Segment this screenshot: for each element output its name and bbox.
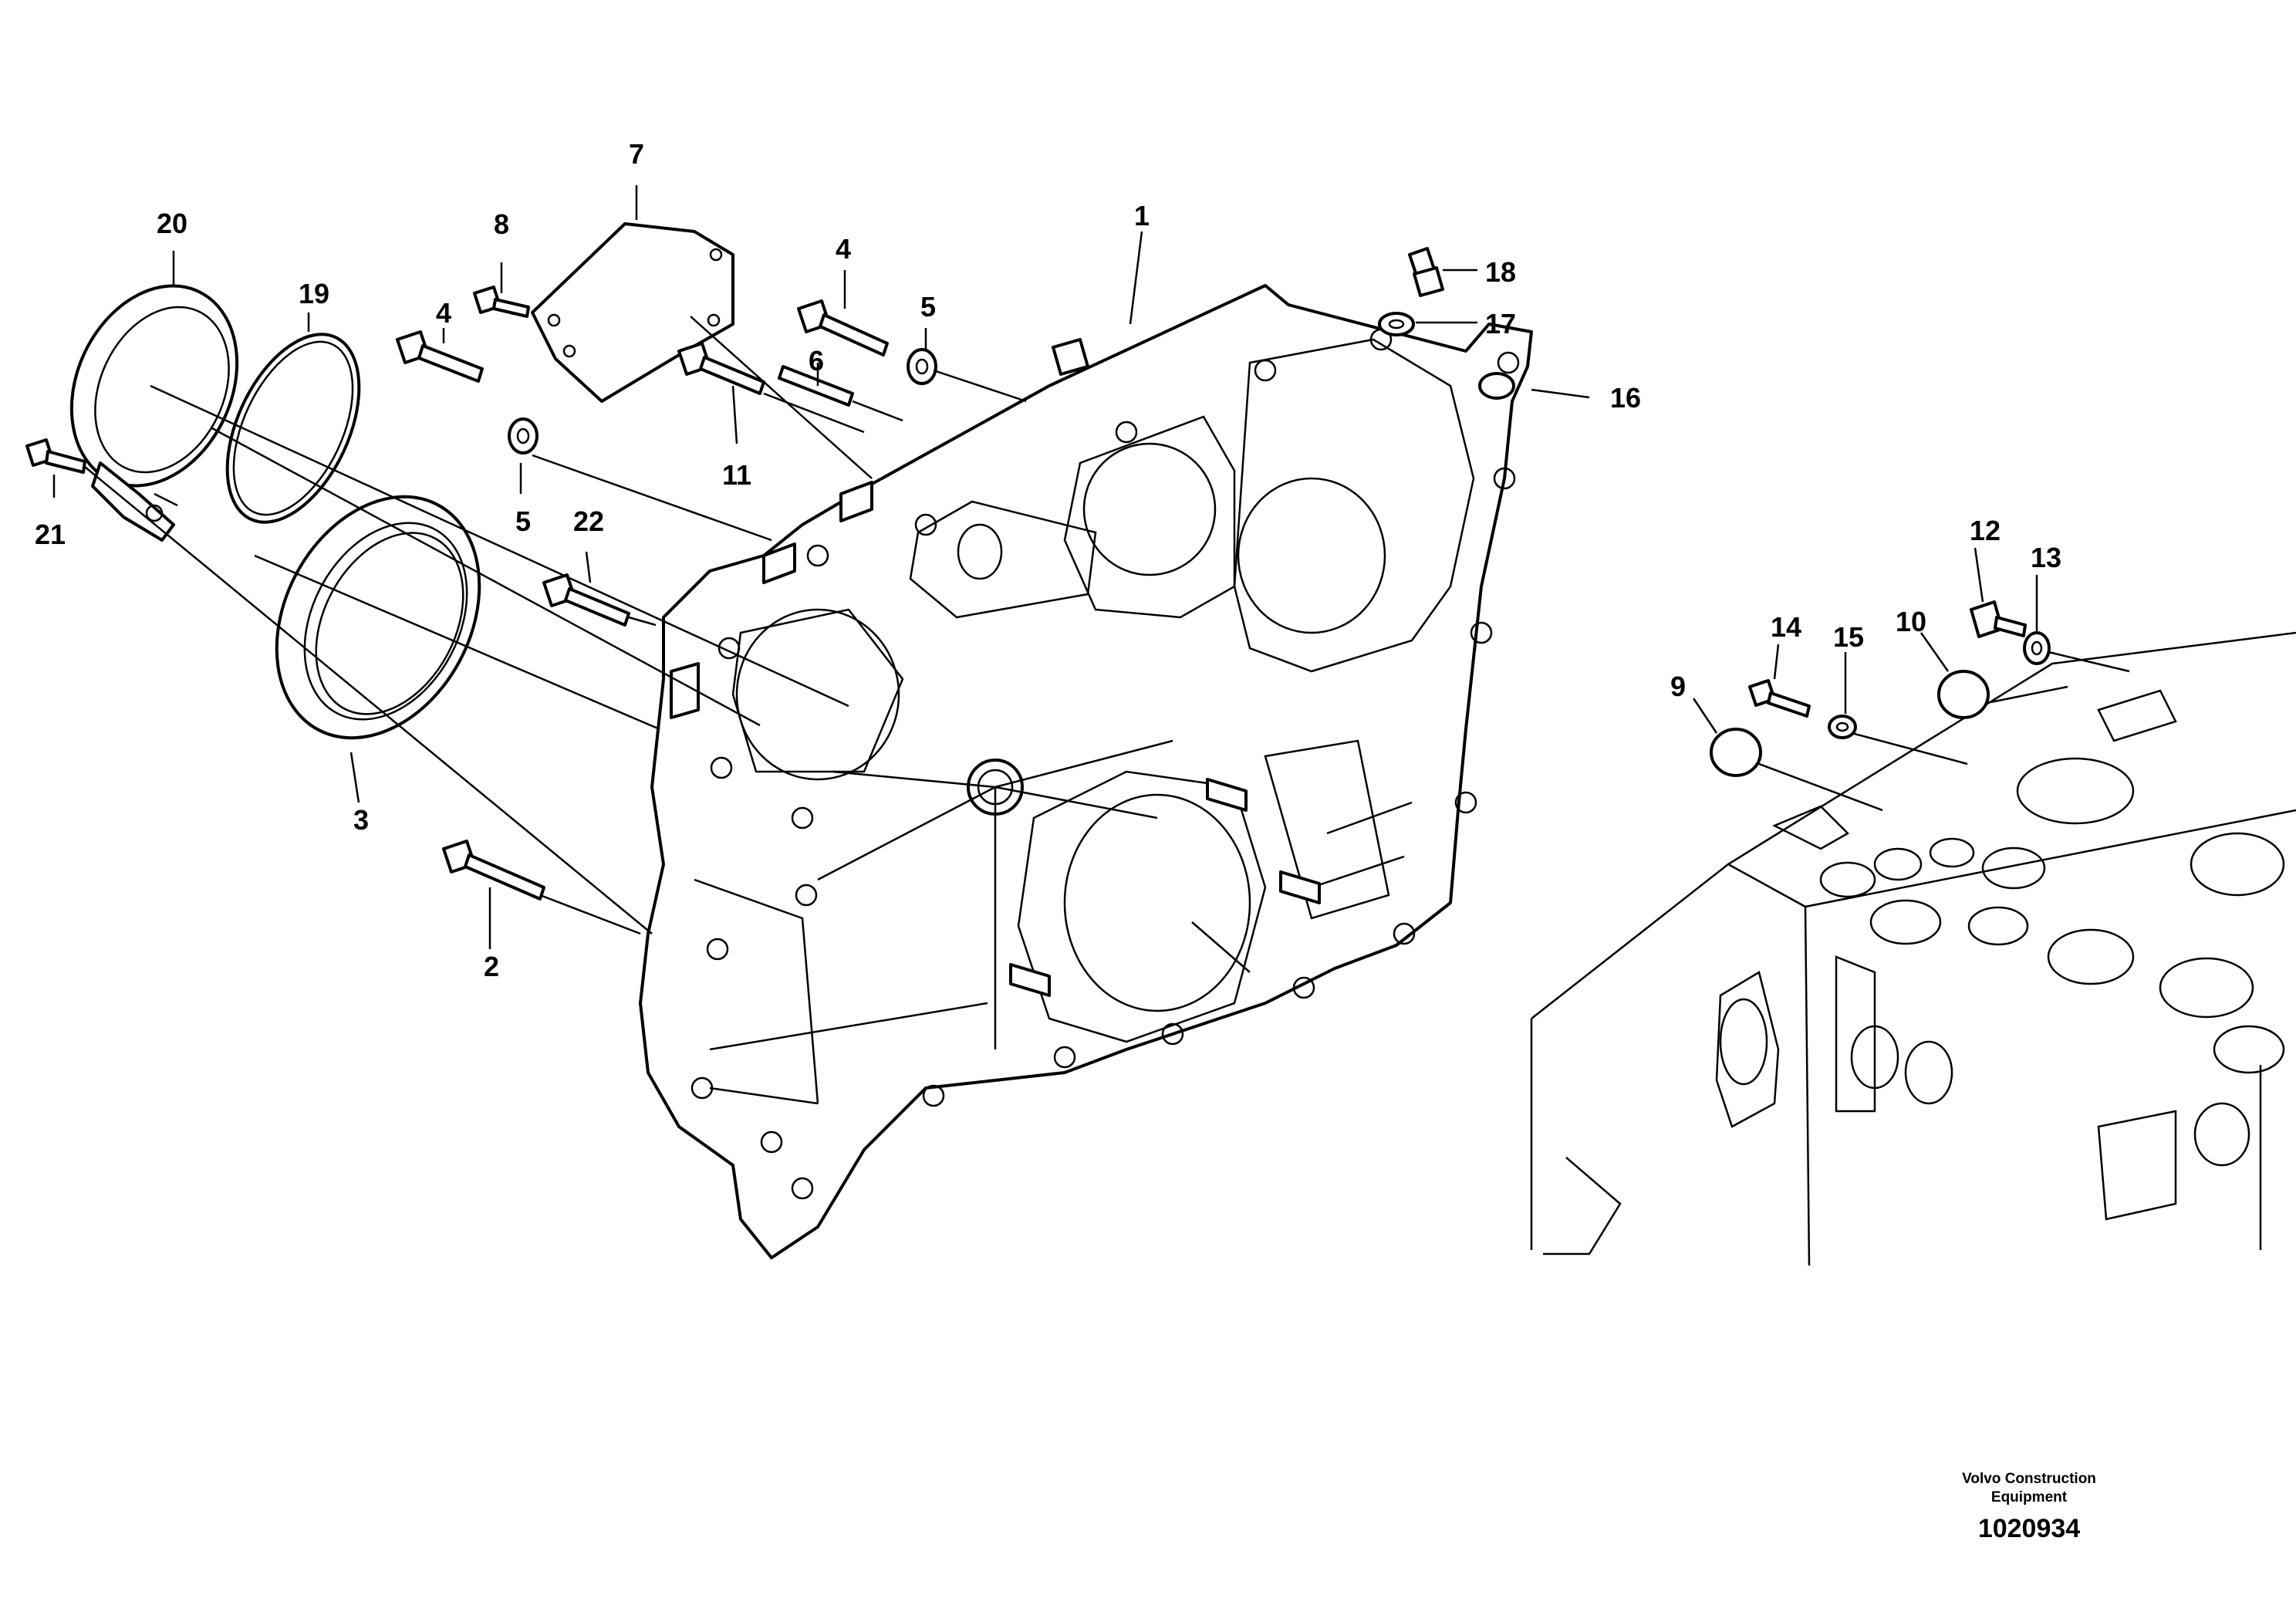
callout-22: 22 [573, 505, 604, 537]
callout-2: 2 [484, 951, 499, 982]
timing-gear-housing [639, 284, 1533, 1259]
crankshaft-seal [275, 495, 481, 740]
callout-6: 6 [809, 345, 824, 377]
callout-5-left: 5 [515, 505, 531, 537]
callout-12: 12 [1970, 515, 2001, 546]
callout-4-left: 4 [436, 297, 451, 329]
cover-plate [531, 222, 734, 403]
callout-10: 10 [1896, 606, 1926, 637]
callout-4-upper: 4 [836, 233, 851, 265]
callout-21: 21 [35, 519, 66, 550]
callout-13: 13 [2031, 542, 2061, 573]
callout-8: 8 [494, 208, 509, 240]
callout-16: 16 [1610, 382, 1641, 414]
callout-14: 14 [1771, 611, 1801, 643]
callout-3: 3 [353, 804, 369, 836]
manufacturer-caption: Volvo Construction Equipment [1898, 1470, 2160, 1507]
engine-block [1530, 631, 2296, 1266]
fasteners [25, 247, 2051, 901]
callout-11: 11 [722, 459, 751, 491]
callout-15: 15 [1833, 621, 1864, 653]
callout-20: 20 [157, 208, 187, 239]
callout-7: 7 [629, 138, 644, 170]
callout-9: 9 [1670, 671, 1686, 702]
callout-labels: 1 2 3 4 4 5 5 6 7 8 9 10 11 12 13 14 15 … [35, 138, 2061, 982]
company-line-2: Equipment [1990, 1489, 2068, 1505]
callout-17: 17 [1485, 308, 1516, 340]
leader-lines [52, 185, 2130, 973]
callout-19: 19 [299, 278, 329, 309]
callout-5-upper: 5 [920, 291, 936, 323]
company-line-1: Volvo Construction [1962, 1471, 2096, 1487]
callout-18: 18 [1485, 256, 1516, 288]
callout-1: 1 [1134, 200, 1150, 231]
o-ring [225, 333, 361, 524]
drawing-number: 1020934 [1977, 1514, 2081, 1543]
